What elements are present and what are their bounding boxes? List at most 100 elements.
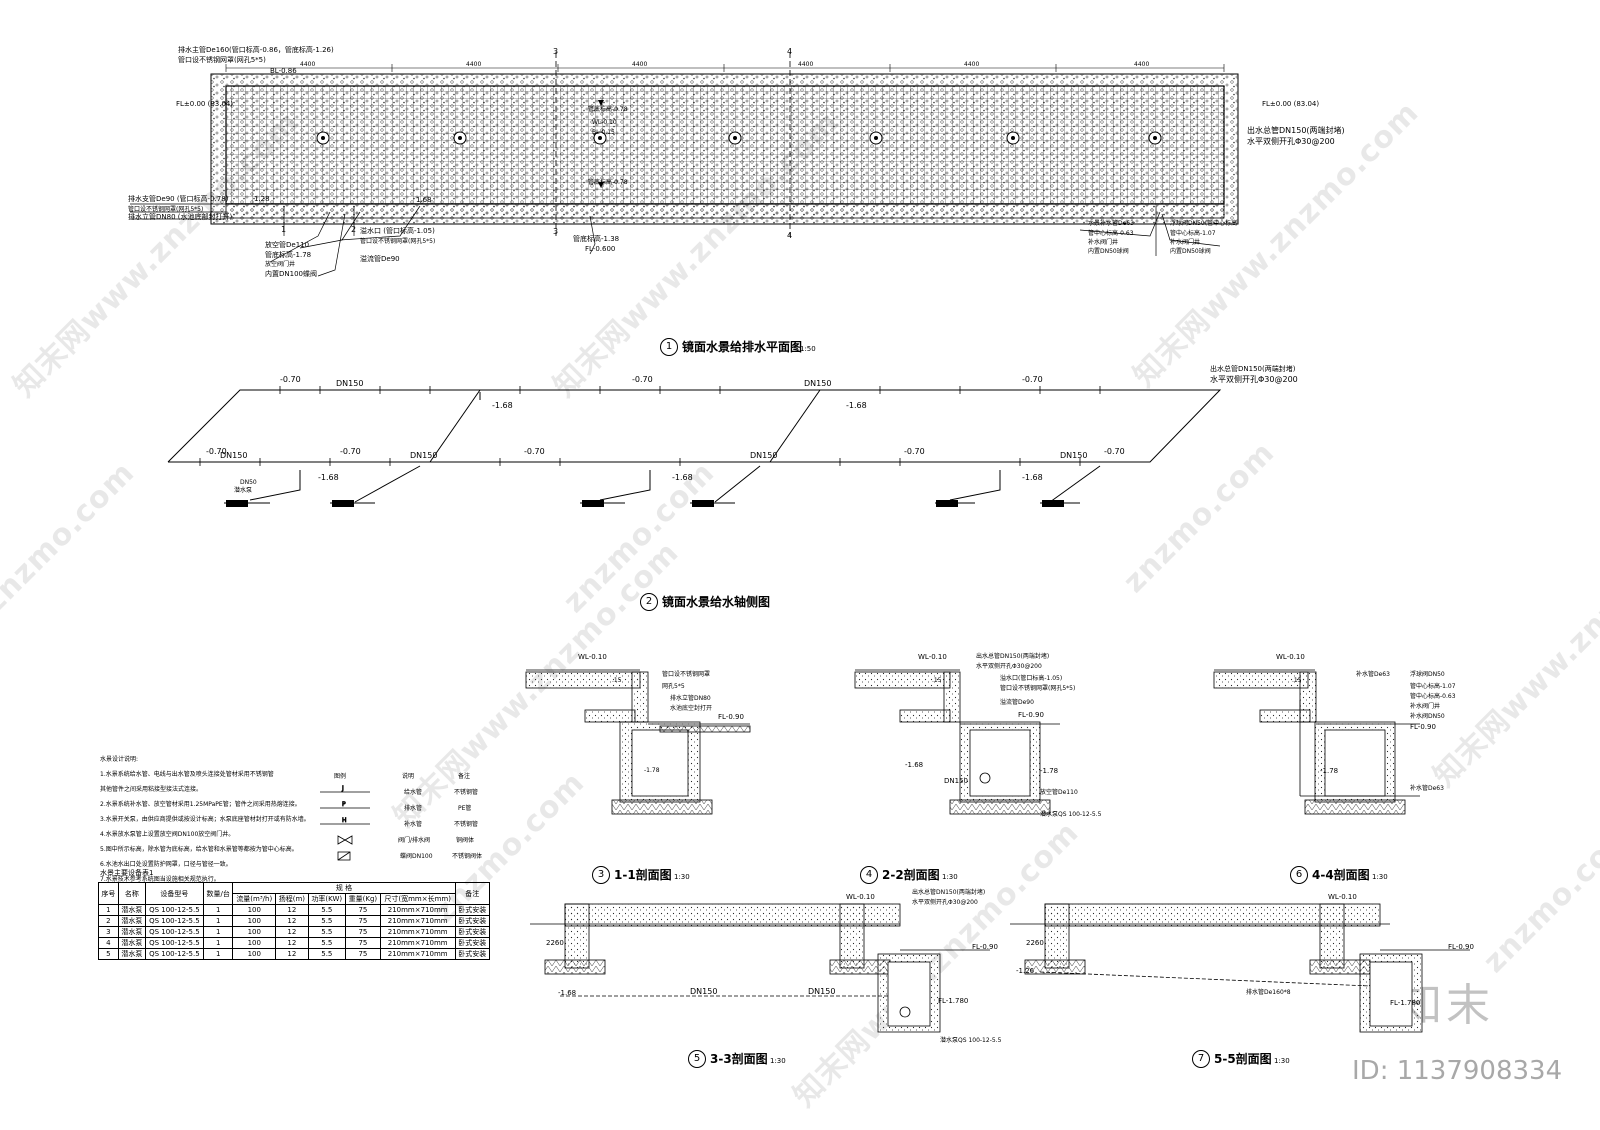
plan-label: 排水支管De90 (管口标高-0.78): [128, 195, 229, 203]
section-label: WL-0.10: [846, 893, 875, 901]
section-label: 放空管De110: [1040, 789, 1078, 796]
axon-label: -1.68: [318, 473, 339, 482]
table-cell: 1: [202, 926, 234, 938]
drawing-number: 1: [660, 338, 678, 356]
table-cell: 100: [232, 926, 277, 938]
legend-desc: 补水管: [404, 821, 423, 828]
note-item: 7.水景技术参考系统图当设施相关规范执行。: [100, 876, 220, 883]
section-label: FL-0.90: [1448, 943, 1474, 951]
plan-label: 补水阀门井: [1088, 239, 1119, 246]
axon-label: -0.70: [524, 447, 545, 456]
plan-label: 排水主管De160(管口标高-0.86，管底标高-1.26): [178, 46, 334, 54]
section-label: 出水总管DN150(两端封堵): [976, 653, 1050, 660]
plan-label: 管口设不锈钢网罩(网孔5*5): [178, 56, 266, 64]
plan-label: 浮球阀DN50(管中心标高: [1170, 220, 1238, 227]
plan-label: BL-0.15: [592, 129, 615, 136]
section-label: -1.68: [905, 761, 924, 769]
drawing-scale: 1:30: [942, 873, 958, 881]
section-label: 水平双侧开孔Φ30@200: [976, 663, 1042, 670]
sections-drawing: [525, 669, 1470, 1033]
plan-label: 溢流管De90: [360, 255, 400, 263]
section-label: 排水立管DN80: [670, 695, 711, 702]
drawing-number: 2: [640, 593, 658, 611]
drawing-title: 3-3剖面图: [710, 1052, 768, 1066]
plan-label: WL-0.10: [592, 119, 617, 126]
section-label: WL-0.10: [918, 653, 947, 661]
drawing-scale: 1:30: [770, 1057, 786, 1065]
axon-label: DN150: [804, 379, 832, 388]
axon-label: 潜水泵: [234, 487, 253, 494]
table-cell: 潜水泵: [117, 915, 146, 927]
table-cell: QS 100-12-5.5: [144, 937, 204, 949]
legend-note: 不锈钢阀体: [452, 853, 483, 860]
table-cell: 5.5: [307, 904, 346, 916]
table-cell: 1: [202, 915, 234, 927]
legend-note: 不锈钢管: [454, 789, 479, 796]
section-label: 网孔5*5: [662, 683, 685, 690]
equipment-caption: 水景主要设备表1: [100, 869, 154, 877]
table-cell: 卧式安装: [454, 904, 491, 916]
section-label: FL-0.90: [718, 713, 744, 721]
svg-text:H: H: [342, 817, 347, 824]
section-label: 溢流管De90: [1000, 699, 1034, 706]
section-label: .15: [612, 677, 622, 684]
axon-label: DN150: [220, 451, 248, 460]
section-label: -1.68: [558, 989, 577, 997]
plan-label: 管口设不锈钢网罩(网孔5*5): [128, 206, 204, 213]
axon-label: -0.70: [632, 375, 653, 384]
plan-label: 管口设不锈钢网罩(网孔5*5): [360, 238, 436, 245]
table-cell: 5.5: [307, 937, 346, 949]
legend-note: 不锈钢管: [454, 821, 479, 828]
plan-label: 水景补水管De63: [1088, 220, 1134, 227]
table-cell: 210mm×710mm: [379, 926, 456, 938]
drawing-title: 2-2剖面图: [882, 868, 940, 882]
note-item: 6.水池水出口处设置防护网罩，口径与管径一致。: [100, 861, 232, 868]
plan-label: 管中心标高-0.63: [1088, 230, 1134, 237]
axon-label: -0.70: [1022, 375, 1043, 384]
plan-label: 管底标高-0.78: [588, 106, 628, 113]
section-label: 补水阀门井: [1410, 703, 1441, 710]
table-header: 设备型号: [144, 882, 204, 905]
svg-text:J: J: [341, 785, 344, 792]
table-cell: 75: [344, 948, 381, 960]
drawing-scale: 1:30: [1372, 873, 1388, 881]
table-cell: 卧式安装: [454, 937, 491, 949]
table-cell: 75: [344, 915, 381, 927]
table-header: 重量(Kg): [344, 893, 381, 905]
legend-desc: 给水管: [404, 789, 423, 796]
svg-text:P: P: [342, 801, 346, 808]
table-cell: 1: [98, 904, 119, 916]
table-cell: QS 100-12-5.5: [144, 915, 204, 927]
section-label: DN150: [808, 987, 836, 996]
note-item: 2.水景系统补水管、放空管材采用1.25MPaPE管；管件之间采用热熔连接。: [100, 801, 301, 808]
drawing-title: 4-4剖面图: [1312, 868, 1370, 882]
axis-label: 3: [553, 47, 559, 56]
legend-desc: 排水管: [404, 805, 423, 812]
section-label: .15: [932, 677, 942, 684]
table-cell: 潜水泵: [117, 926, 146, 938]
section-label: 溢水口(管口标高-1.05): [1000, 675, 1063, 682]
table-header: 扬程(m): [275, 893, 309, 905]
drawing-scale: 1:50: [800, 345, 816, 353]
plan-label: 排水立管DN80 (水池底部封打开): [128, 213, 233, 221]
dimension-label: 4400: [964, 61, 980, 68]
table-cell: 210mm×710mm: [379, 937, 456, 949]
drawing-title: 1-1剖面图: [614, 868, 672, 882]
table-cell: 100: [232, 948, 277, 960]
table-cell: 卧式安装: [454, 915, 491, 927]
axon-label: 水平双侧开孔Φ30@200: [1210, 375, 1298, 384]
section-label: 管口设不锈钢网罩: [662, 671, 711, 678]
section-label: FL-0.90: [1018, 711, 1044, 719]
table-cell: 3: [98, 926, 119, 938]
drawing-scale: 1:30: [674, 873, 690, 881]
section-label: FL-1.780: [1390, 999, 1421, 1007]
table-cell: 4: [98, 937, 119, 949]
section-label: 水平双侧开孔Φ30@200: [912, 899, 978, 906]
table-cell: 1: [202, 948, 234, 960]
table-cell: 卧式安装: [454, 948, 491, 960]
section-label: WL-0.10: [1276, 653, 1305, 661]
table-cell: QS 100-12-5.5: [144, 926, 204, 938]
table-cell: 100: [232, 904, 277, 916]
section-label: 水池底空封打开: [670, 705, 713, 712]
section-label: 管中心标高-0.63: [1410, 693, 1456, 700]
